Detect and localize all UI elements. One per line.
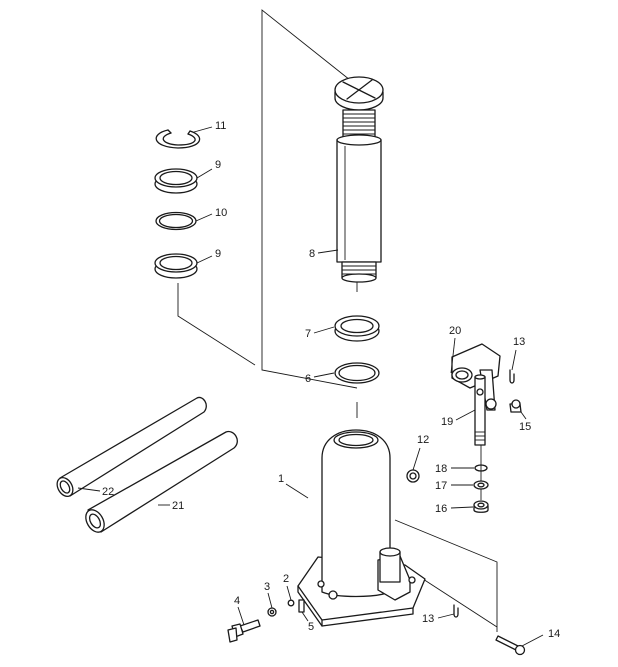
label-part-17: 17 [435, 480, 447, 492]
pump-piston-part-19 [474, 374, 486, 446]
cotter-pin-part-13-upper [509, 369, 515, 384]
label-part-12: 12 [417, 434, 429, 446]
label-part-22: 22 [102, 486, 114, 498]
label-part-14: 14 [548, 628, 560, 640]
label-part-10: 10 [215, 207, 227, 219]
part-labels: 1 2 3 4 5 6 7 8 9 9 10 11 12 13 13 14 15… [102, 120, 560, 640]
label-part-3: 3 [264, 581, 270, 593]
wear-ring-part-9-lower [154, 253, 198, 279]
label-part-16: 16 [435, 503, 447, 515]
leader-lines [77, 126, 544, 647]
label-part-21: 21 [172, 500, 184, 512]
washer-part-3 [267, 607, 277, 617]
label-part-13-lower: 13 [422, 613, 434, 625]
screw-part-5 [298, 599, 305, 613]
seal-ring-part-7 [334, 315, 380, 342]
label-part-15: 15 [519, 421, 531, 433]
retaining-ring-part-11 [155, 129, 201, 149]
label-part-9-upper: 9 [215, 159, 221, 171]
handle-pin-part-14 [495, 635, 526, 656]
label-part-4: 4 [234, 595, 240, 607]
wear-ring-part-9-upper [154, 168, 198, 194]
ram-part-8 [334, 76, 384, 283]
label-part-5: 5 [308, 621, 314, 633]
label-part-20: 20 [449, 325, 461, 337]
filler-plug-part-12 [406, 469, 420, 483]
label-part-2: 2 [283, 573, 289, 585]
ball-part-2 [287, 599, 295, 607]
label-part-13-upper: 13 [513, 336, 525, 348]
label-part-6: 6 [305, 373, 311, 385]
washer-part-17 [473, 480, 489, 490]
label-part-19: 19 [441, 416, 453, 428]
label-part-9-lower: 9 [215, 248, 221, 260]
o-ring-part-18 [474, 464, 488, 472]
label-part-7: 7 [305, 328, 311, 340]
label-part-8: 8 [309, 248, 315, 260]
pin-part-15 [509, 399, 522, 413]
o-ring-part-6 [334, 362, 380, 384]
label-part-11: 11 [215, 120, 226, 132]
label-part-1: 1 [278, 473, 284, 485]
handle-tube-part-22 [56, 396, 207, 497]
release-valve-part-4 [227, 619, 261, 643]
cotter-pin-part-13-lower [453, 604, 459, 618]
o-ring-part-10 [155, 211, 197, 231]
pump-seal-part-16 [473, 500, 489, 513]
handle-tube-part-21 [85, 430, 238, 533]
cylinder-body-part-1 [297, 429, 426, 627]
label-part-18: 18 [435, 463, 447, 475]
